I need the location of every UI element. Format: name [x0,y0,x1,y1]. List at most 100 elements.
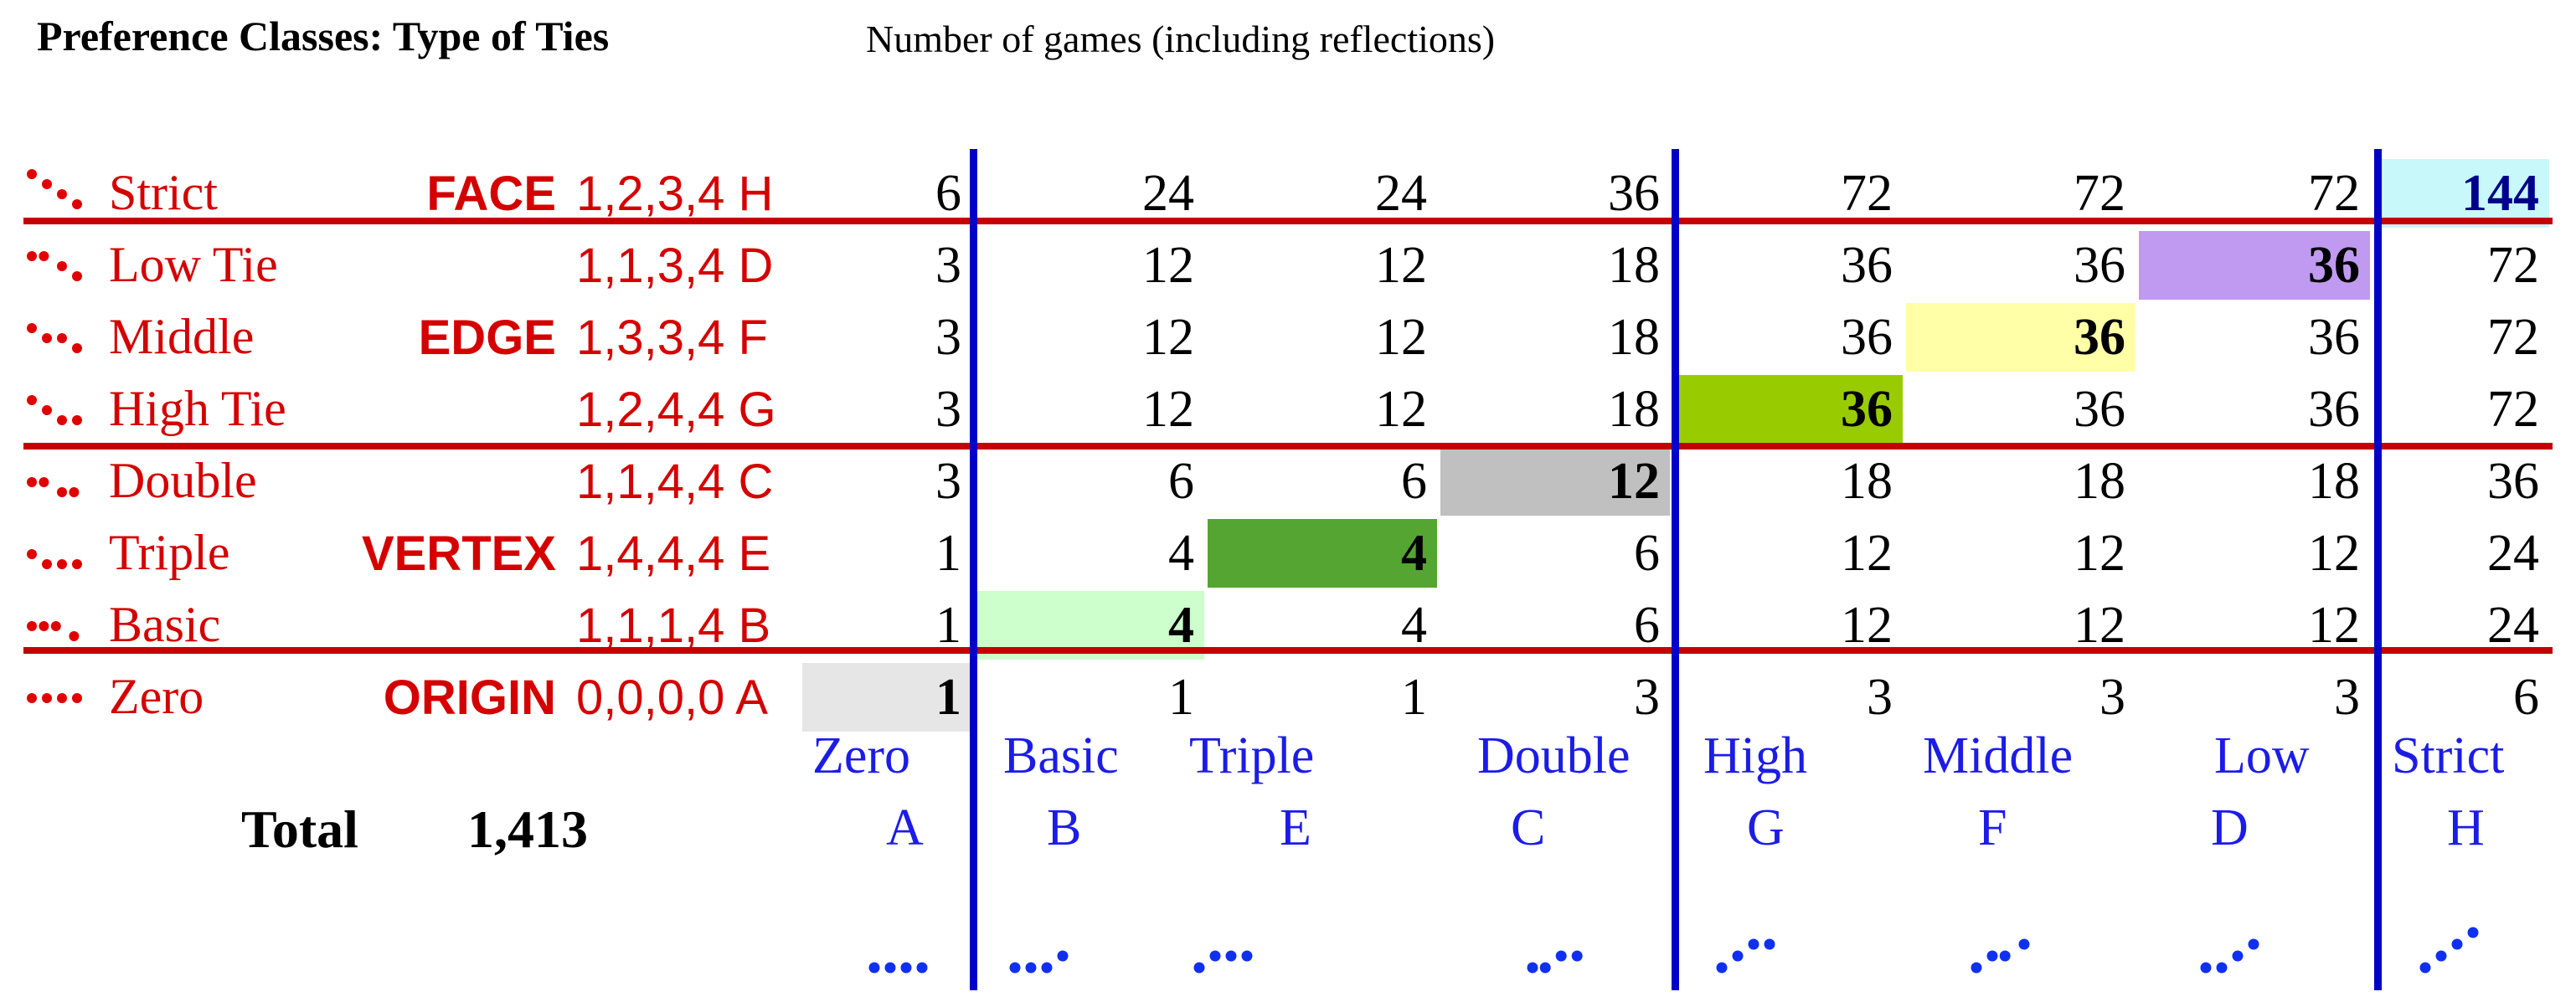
table-cell: 12 [2074,525,2125,582]
table-cell: 36 [2308,381,2360,438]
table-cell: 1 [935,525,961,582]
preference-dots-icon [27,477,80,497]
column-group-divider [970,149,977,990]
table-cell: 36 [2074,237,2125,294]
page-title: Preference Classes: Type of Ties [37,13,610,59]
table-cell: 1 [935,669,961,726]
table-cell: 36 [1841,381,1893,438]
table-cell: 4 [1168,525,1194,582]
table-cell: 72 [1841,165,1893,222]
table-cell: 3 [935,237,961,294]
table-cell: 12 [1142,237,1194,294]
preference-dots-icon [27,323,82,353]
table-cell: 36 [2308,237,2360,294]
column-label-letter: H [2447,799,2485,856]
table-cell: 3 [935,381,961,438]
row-class-label: FACE [426,167,556,221]
row-code: 1,1,3,4 D [576,239,774,293]
column-label-letter: F [1978,799,2007,856]
row-class-label: VERTEX [361,527,556,581]
column-group-divider [1672,149,1679,990]
preference-dots-icon [868,962,928,974]
table-cell: 3 [935,453,961,510]
table-cell: 12 [2308,597,2360,654]
row-code: 1,4,4,4 E [576,527,771,581]
table-cell: 18 [1841,453,1893,510]
total-value: 1,413 [467,799,588,859]
table-cell: 144 [2461,165,2539,222]
row-name: High Tie [109,381,286,436]
column-label-name: High [1703,727,1807,784]
table-cell: 24 [1142,165,1194,222]
table-cell: 4 [1401,525,1427,582]
preference-dots-icon [1716,938,1775,974]
table-cell: 12 [1375,237,1427,294]
table-cell: 12 [2308,525,2360,582]
table-cell: 6 [1634,597,1660,654]
column-label-letter: G [1747,799,1785,856]
row-code: 1,1,4,4 C [576,455,774,509]
highlight-cell [2139,231,2370,300]
preference-dots-icon [27,549,82,569]
table-cell: 36 [1841,237,1893,294]
row-name: Strict [109,165,218,220]
row-code: 1,2,3,4 H [576,167,774,221]
table-cell: 18 [1608,237,1660,294]
highlight-cell [1208,519,1437,588]
highlight-cell [1906,303,2136,372]
preference-dots-icon [1971,938,2030,974]
table-cell: 72 [2487,237,2539,294]
column-label-name: Strict [2392,727,2505,784]
table-cell: 36 [1608,165,1660,222]
row-name: Triple [109,525,230,580]
column-label-letter: A [886,799,924,856]
row-class-label: EDGE [418,311,556,365]
row-code: 1,2,4,4 G [576,383,776,437]
table-cell: 36 [1841,309,1893,366]
table-cell: 12 [1841,597,1893,654]
row-class-label: ORIGIN [383,671,556,725]
table-cell: 12 [1608,453,1660,510]
preference-dots-icon [2200,938,2259,974]
table-cell: 6 [1168,453,1194,510]
table-cell: 4 [1401,597,1427,654]
row-name: Basic [109,597,221,652]
preference-dots-icon [27,621,80,641]
table-cell: 36 [2074,381,2125,438]
row-name: Low Tie [109,237,278,292]
row-group-divider [23,443,2553,450]
table-cell: 12 [1142,381,1194,438]
table-cell: 3 [935,309,961,366]
total-label: Total [241,799,358,859]
table-cell: 3 [2099,669,2125,726]
column-label-letter: E [1280,799,1311,856]
table-cell: 1 [1168,669,1194,726]
highlight-cell [802,663,971,732]
table-cell: 18 [1608,381,1660,438]
table-cell: 1 [935,597,961,654]
column-label-name: Triple [1189,727,1315,784]
row-code: 1,1,1,4 B [576,599,771,653]
table-cell: 72 [2308,165,2360,222]
row-name: Zero [109,669,204,724]
row-code: 1,3,3,4 F [576,311,768,365]
table-cell: 4 [1168,597,1194,654]
highlight-cell [2382,159,2549,228]
table-cell: 12 [1375,381,1427,438]
table-cell: 6 [1401,453,1427,510]
preference-dots-icon [2419,927,2479,974]
table-cell: 36 [2487,453,2539,510]
column-label-name: Zero [812,727,911,784]
row-name: Middle [109,309,255,364]
preference-dots-icon [27,693,82,703]
preference-dots-icon [1009,950,1069,974]
table-cell: 72 [2074,165,2125,222]
column-label-name: Basic [1003,727,1119,784]
row-name: Double [109,453,257,508]
table-cell: 18 [2074,453,2125,510]
preference-dots-icon [27,395,82,425]
column-label-name: Double [1477,727,1631,784]
column-label-name: Low [2214,727,2310,784]
table-cell: 36 [2308,309,2360,366]
preference-dots-icon [27,169,82,209]
